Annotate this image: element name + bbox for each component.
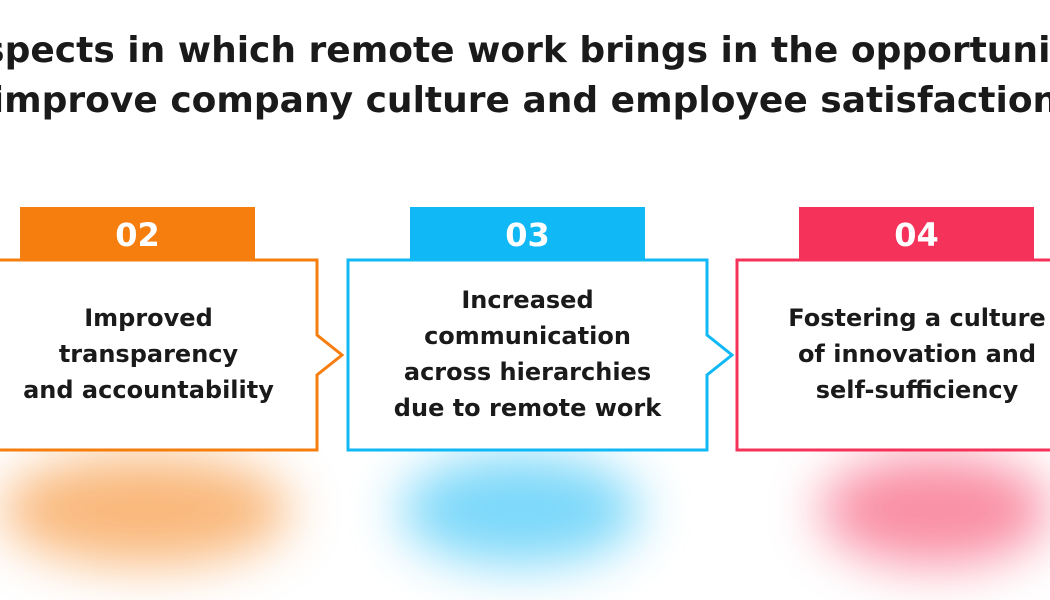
step-03-number-tab: 03	[410, 207, 645, 259]
diagram-title-line-1: aspects in which remote work brings in t…	[0, 30, 1050, 71]
step-02-number-tab: 02	[20, 207, 255, 259]
step-03-glow	[400, 455, 640, 565]
step-04-number-tab: 04	[799, 207, 1034, 259]
step-03-text: Increased communication across hierarchi…	[393, 286, 662, 422]
diagram-title-line-2: improve company culture and employee sat…	[0, 80, 1050, 121]
step-04-text: Fostering a culture of innovation and se…	[788, 304, 1046, 404]
step-04-glow	[820, 455, 1050, 565]
step-02-text: Improved transparency and accountability	[23, 304, 274, 404]
step-02-glow	[0, 455, 290, 565]
